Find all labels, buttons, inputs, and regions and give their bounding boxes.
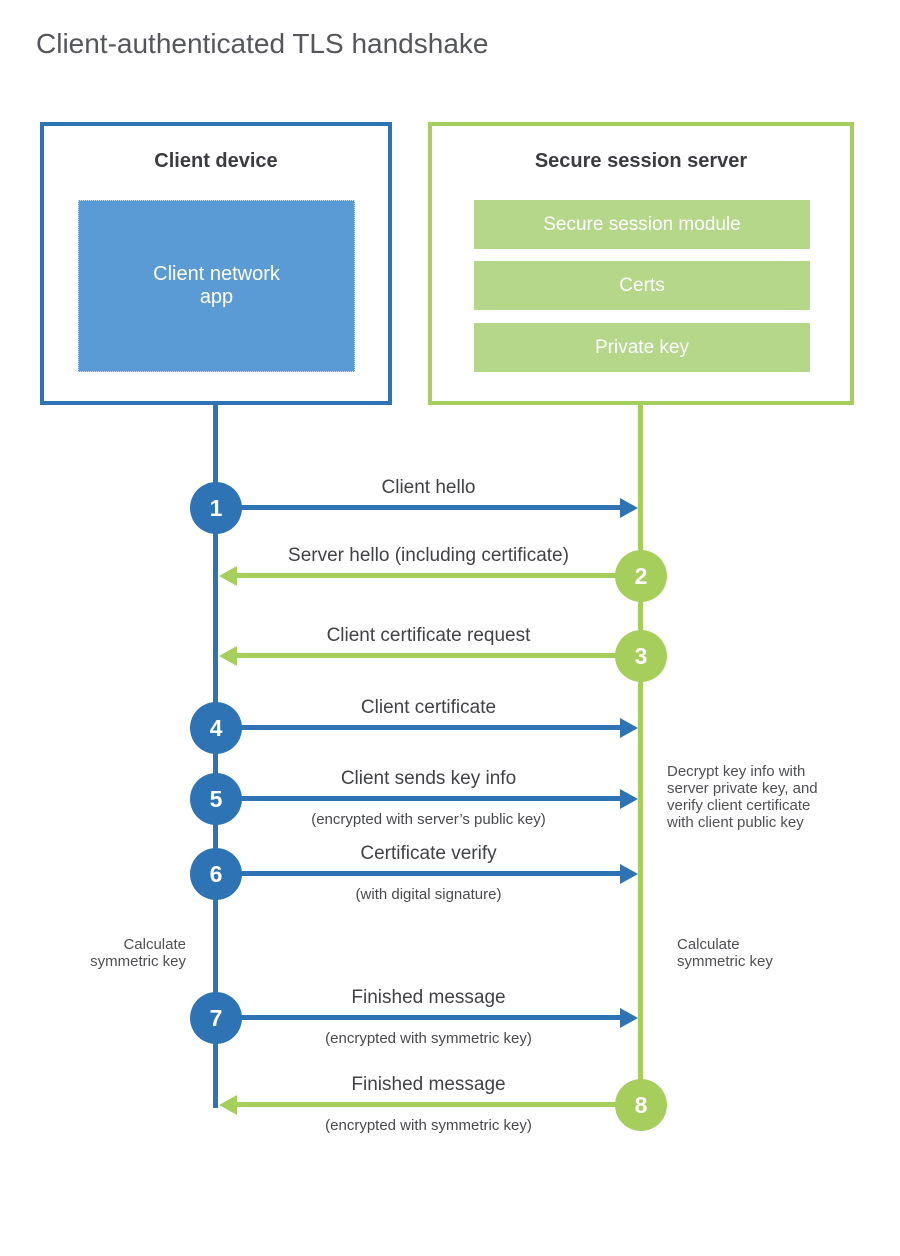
- message-sublabel: (with digital signature): [355, 886, 502, 903]
- arrow-left-icon: [219, 646, 237, 666]
- message-6-certificate-verify: Certificate verify (with digital signatu…: [190, 843, 641, 903]
- message-4-client-certificate: Client certificate 4: [190, 697, 641, 754]
- step-circle-6: 6: [190, 848, 242, 900]
- arrow-right-icon: [620, 498, 638, 518]
- arrow-left-icon: [219, 566, 237, 586]
- server-box: Secure session server Secure session mod…: [428, 122, 854, 405]
- arrow-shaft: [237, 1102, 619, 1107]
- step-circle-2: 2: [615, 550, 667, 602]
- message-label: Finished message: [351, 1074, 506, 1095]
- message-label: Client certificate: [360, 697, 497, 718]
- server-module-certs: Certs: [474, 261, 810, 310]
- message-8-finished-message: Finished message (encrypted with symmetr…: [216, 1074, 667, 1134]
- step-circle-8: 8: [615, 1079, 667, 1131]
- message-label: Client hello: [381, 477, 476, 498]
- annotation-calculate-symmetric-key-server: Calculate symmetric key: [677, 936, 773, 970]
- server-title: Secure session server: [534, 150, 748, 172]
- message-sublabel: (encrypted with symmetric key): [325, 1030, 532, 1047]
- step-circle-3: 3: [615, 630, 667, 682]
- annotation-decrypt-key-info: Decrypt key info with server private key…: [667, 763, 818, 831]
- page-title: Client-authenticated TLS handshake: [36, 28, 489, 59]
- message-sublabel: (encrypted with server’s public key): [311, 811, 546, 828]
- arrow-shaft: [238, 1015, 620, 1020]
- step-circle-7: 7: [190, 992, 242, 1044]
- client-network-app-box: Client network app: [78, 200, 355, 372]
- client-device-box: Client device Client network app: [40, 122, 392, 405]
- message-label: Finished message: [351, 987, 506, 1008]
- arrow-shaft: [237, 573, 619, 578]
- message-sublabel: (encrypted with symmetric key): [325, 1117, 532, 1134]
- message-label: Client certificate request: [326, 625, 531, 646]
- message-3-client-certificate-request: Client certificate request 3: [216, 625, 667, 682]
- arrow-shaft: [237, 653, 619, 658]
- arrow-right-icon: [620, 1008, 638, 1028]
- arrow-shaft: [238, 725, 620, 730]
- arrow-shaft: [238, 871, 620, 876]
- message-7-finished-message: Finished message (encrypted with symmetr…: [190, 987, 641, 1047]
- step-circle-5: 5: [190, 773, 242, 825]
- message-2-server-hello: Server hello (including certificate) 2: [216, 545, 667, 602]
- arrow-right-icon: [620, 789, 638, 809]
- arrow-shaft: [238, 505, 620, 510]
- server-module-private-key: Private key: [474, 323, 810, 372]
- message-label: Client sends key info: [340, 768, 517, 789]
- message-label: Certificate verify: [360, 843, 497, 864]
- client-device-title: Client device: [154, 150, 278, 172]
- arrow-left-icon: [219, 1095, 237, 1115]
- step-circle-1: 1: [190, 482, 242, 534]
- server-module-secure-session: Secure session module: [474, 200, 810, 249]
- annotation-calculate-symmetric-key-client: Calculate symmetric key: [90, 936, 186, 970]
- client-lifeline: [213, 405, 218, 1108]
- server-lifeline: [638, 405, 643, 1105]
- arrow-right-icon: [620, 718, 638, 738]
- arrow-right-icon: [620, 864, 638, 884]
- message-label: Server hello (including certificate): [288, 545, 569, 566]
- message-1-client-hello: Client hello 1: [190, 477, 641, 534]
- arrow-shaft: [238, 796, 620, 801]
- step-circle-4: 4: [190, 702, 242, 754]
- message-5-client-sends-key-info: Client sends key info (encrypted with se…: [190, 768, 641, 828]
